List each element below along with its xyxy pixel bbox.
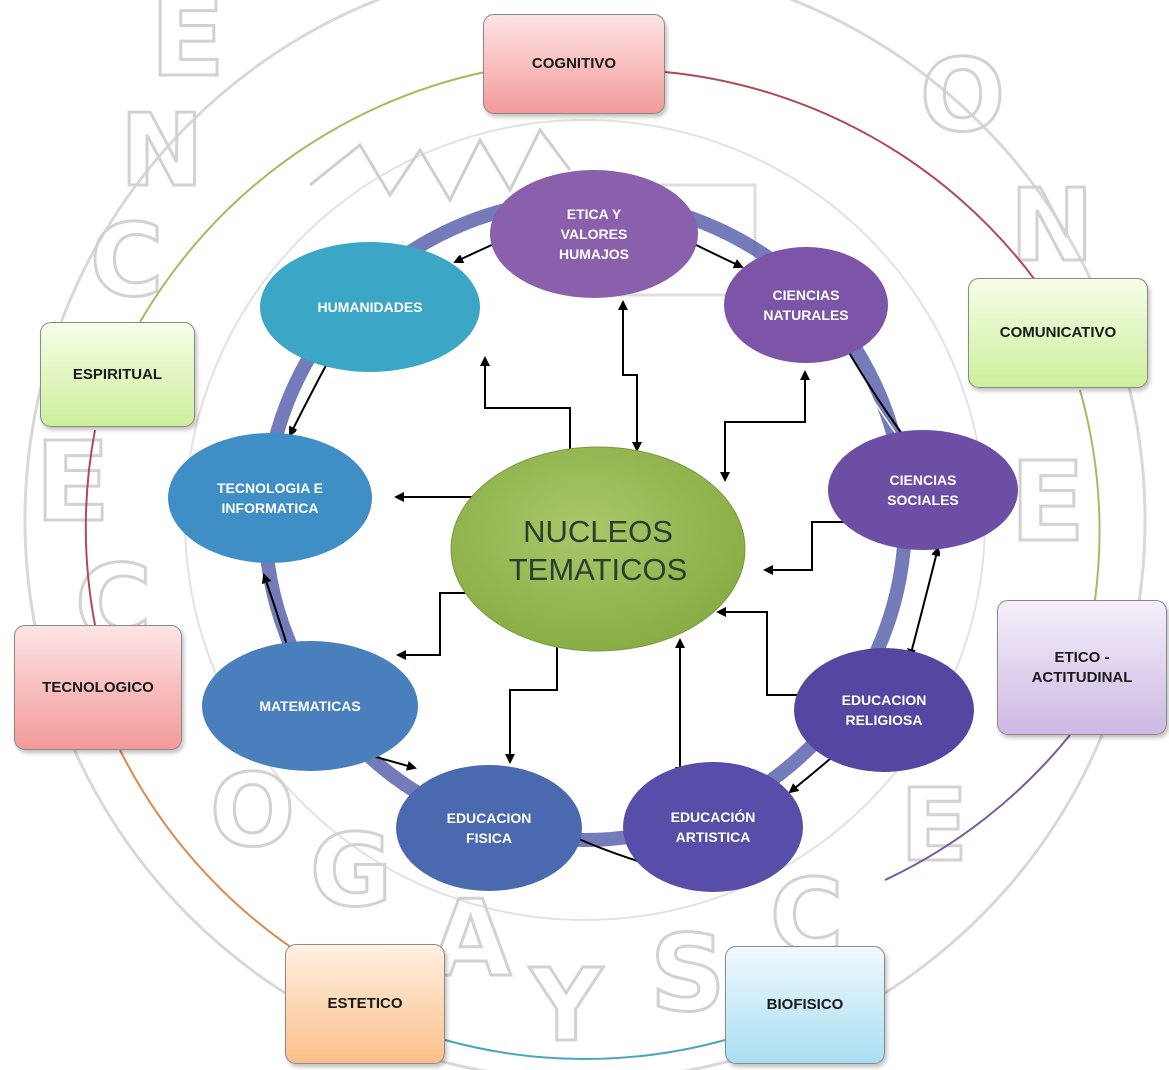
svg-text:O: O: [920, 37, 1005, 154]
center-node: [450, 446, 746, 652]
subject-node-shape: [168, 433, 372, 563]
dimension-label: BIOFISICO: [766, 996, 844, 1013]
subject-node-shape: [490, 170, 698, 298]
svg-text:G: G: [310, 812, 392, 929]
svg-text:N: N: [120, 92, 204, 209]
watermark-seal: E N C E C O G A Y S C E E O N: [23, 0, 1147, 1070]
svg-text:S: S: [650, 913, 726, 1035]
subject-node-shape: [794, 648, 974, 772]
subject-node-label: HUMANIDADES: [318, 299, 423, 315]
svg-text:O: O: [210, 752, 295, 869]
subject-node-shape: [623, 762, 803, 892]
subject-node-shape: [828, 430, 1018, 550]
subject-node-matematicas: MATEMATICAS: [202, 641, 418, 771]
dimension-tecnologico: TECNOLOGICO: [14, 625, 182, 750]
dimension-biofisico: BIOFISICO: [725, 946, 885, 1064]
dimension-label: COGNITIVO: [531, 55, 617, 72]
svg-text:E: E: [1010, 438, 1085, 566]
outer-ring: [84, 71, 1101, 1060]
svg-text:Y: Y: [529, 947, 604, 1064]
dimension-etico-actitudinal: ETICO - ACTITUDINAL: [997, 600, 1167, 735]
subject-node-shape: [396, 765, 582, 891]
subject-node-shape: [202, 641, 418, 771]
dimension-label: TECNOLOGICO: [42, 678, 154, 696]
center-links: [394, 300, 864, 777]
subject-node-label: MATEMATICAS: [259, 698, 360, 714]
svg-text:E: E: [35, 418, 110, 546]
dimension-espiritual: ESPIRITUAL: [40, 322, 195, 427]
svg-text:E: E: [150, 0, 225, 101]
dimension-cognitivo: COGNITIVO: [483, 14, 665, 114]
dimension-label: ESPIRITUAL: [72, 365, 163, 383]
svg-text:N: N: [1010, 167, 1094, 284]
dimension-label: ETICO - ACTITUDINAL: [1031, 648, 1133, 686]
dimension-comunicativo: COMUNICATIVO: [968, 278, 1148, 388]
dimension-label: COMUNICATIVO: [999, 324, 1117, 341]
subject-node-shape: [260, 242, 480, 372]
svg-text:E: E: [900, 767, 968, 884]
dimension-estetico: ESTETICO: [285, 944, 445, 1064]
dimension-label: ESTETICO: [327, 995, 403, 1012]
subject-node-humanidades: HUMANIDADES: [260, 242, 480, 372]
subject-node-shape: [724, 247, 888, 363]
